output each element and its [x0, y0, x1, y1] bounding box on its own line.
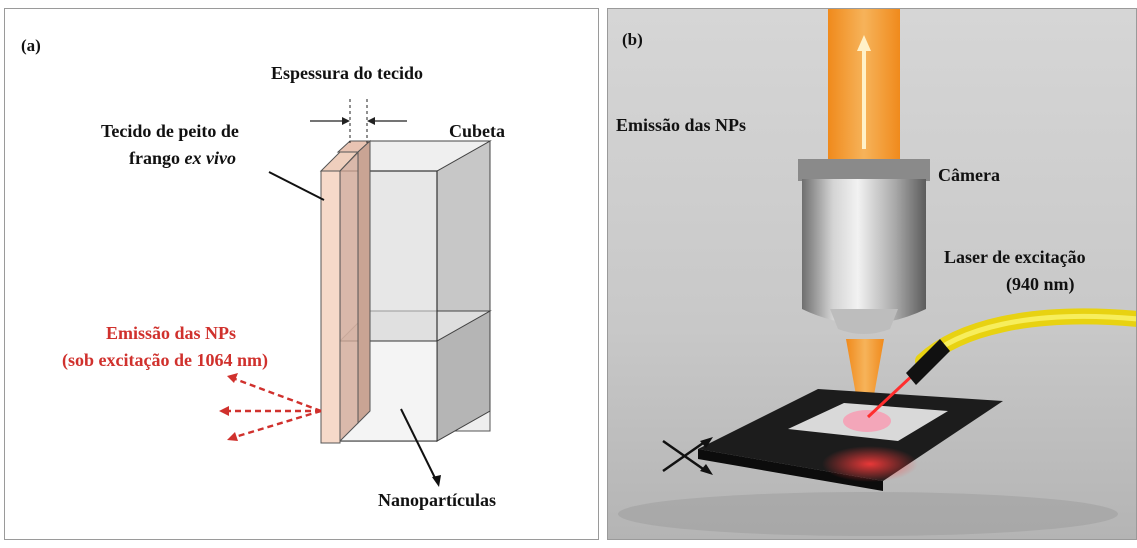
tissue-sample: [843, 410, 891, 432]
emission-arrowhead-lower: [227, 432, 238, 441]
fiber-connector: [906, 339, 950, 385]
thickness-arrowhead-left: [342, 117, 350, 125]
camera-body: [802, 179, 926, 324]
emission-arrow-upper: [234, 377, 322, 413]
tissue-side-face: [357, 139, 371, 425]
emission-arrowhead-middle: [219, 406, 229, 416]
emission-arrowhead-upper: [227, 373, 238, 383]
nanoparticles-leader-line: [400, 408, 438, 483]
emission-label: Emissão das NPs: [616, 115, 746, 135]
emission-arrow-lower: [234, 409, 322, 439]
tissue-leader-line: [268, 171, 325, 201]
tissue-label-line2-italic: ex vivo: [185, 148, 236, 168]
camera-lens: [830, 309, 898, 334]
tissue-inner-face: [339, 150, 359, 443]
emission-label-line1: Emissão das NPs: [106, 323, 236, 343]
panel-b-render: (b) Emissão das NPs Câmera Laser de exci…: [608, 9, 1136, 539]
tissue-label-line1: Tecido de peito de: [101, 121, 239, 141]
emission-beam-lower: [846, 339, 884, 429]
panel-b-letter: (b): [622, 30, 643, 49]
tissue-label-line2-prefix: frango: [129, 148, 185, 168]
cuvette-label: Cubeta: [449, 121, 505, 141]
panel-a: (a) Espessura do tecido Tecido de peito …: [4, 8, 599, 540]
laser-glow: [822, 446, 918, 482]
tissue-front-face: [320, 170, 341, 444]
camera-ring: [798, 159, 930, 181]
panel-b: (b) Emissão das NPs Câmera Laser de exci…: [607, 8, 1137, 540]
panel-a-letter: (a): [21, 36, 41, 55]
translation-arrowhead-x: [700, 464, 713, 475]
floor-shadow: [618, 492, 1118, 536]
emission-beam-arrowhead: [857, 35, 871, 51]
emission-label-line2: (sob excitação de 1064 nm): [62, 350, 268, 371]
nanoparticles-arrowhead: [432, 475, 441, 487]
translation-arrow-y: [662, 439, 707, 473]
thickness-arrowhead-right: [367, 117, 375, 125]
nanoparticles-label: Nanopartículas: [378, 490, 496, 510]
panel-a-diagram: (a) Espessura do tecido Tecido de peito …: [21, 36, 505, 510]
tissue-label-line2: frango ex vivo: [129, 148, 236, 168]
translation-arrowhead-y: [700, 437, 713, 448]
laser-label-line2: (940 nm): [1006, 274, 1075, 295]
tissue-thickness-label: Espessura do tecido: [271, 63, 423, 83]
camera-label: Câmera: [938, 165, 1000, 185]
laser-label-line1: Laser de excitação: [944, 247, 1086, 267]
platform-edge: [698, 449, 883, 491]
